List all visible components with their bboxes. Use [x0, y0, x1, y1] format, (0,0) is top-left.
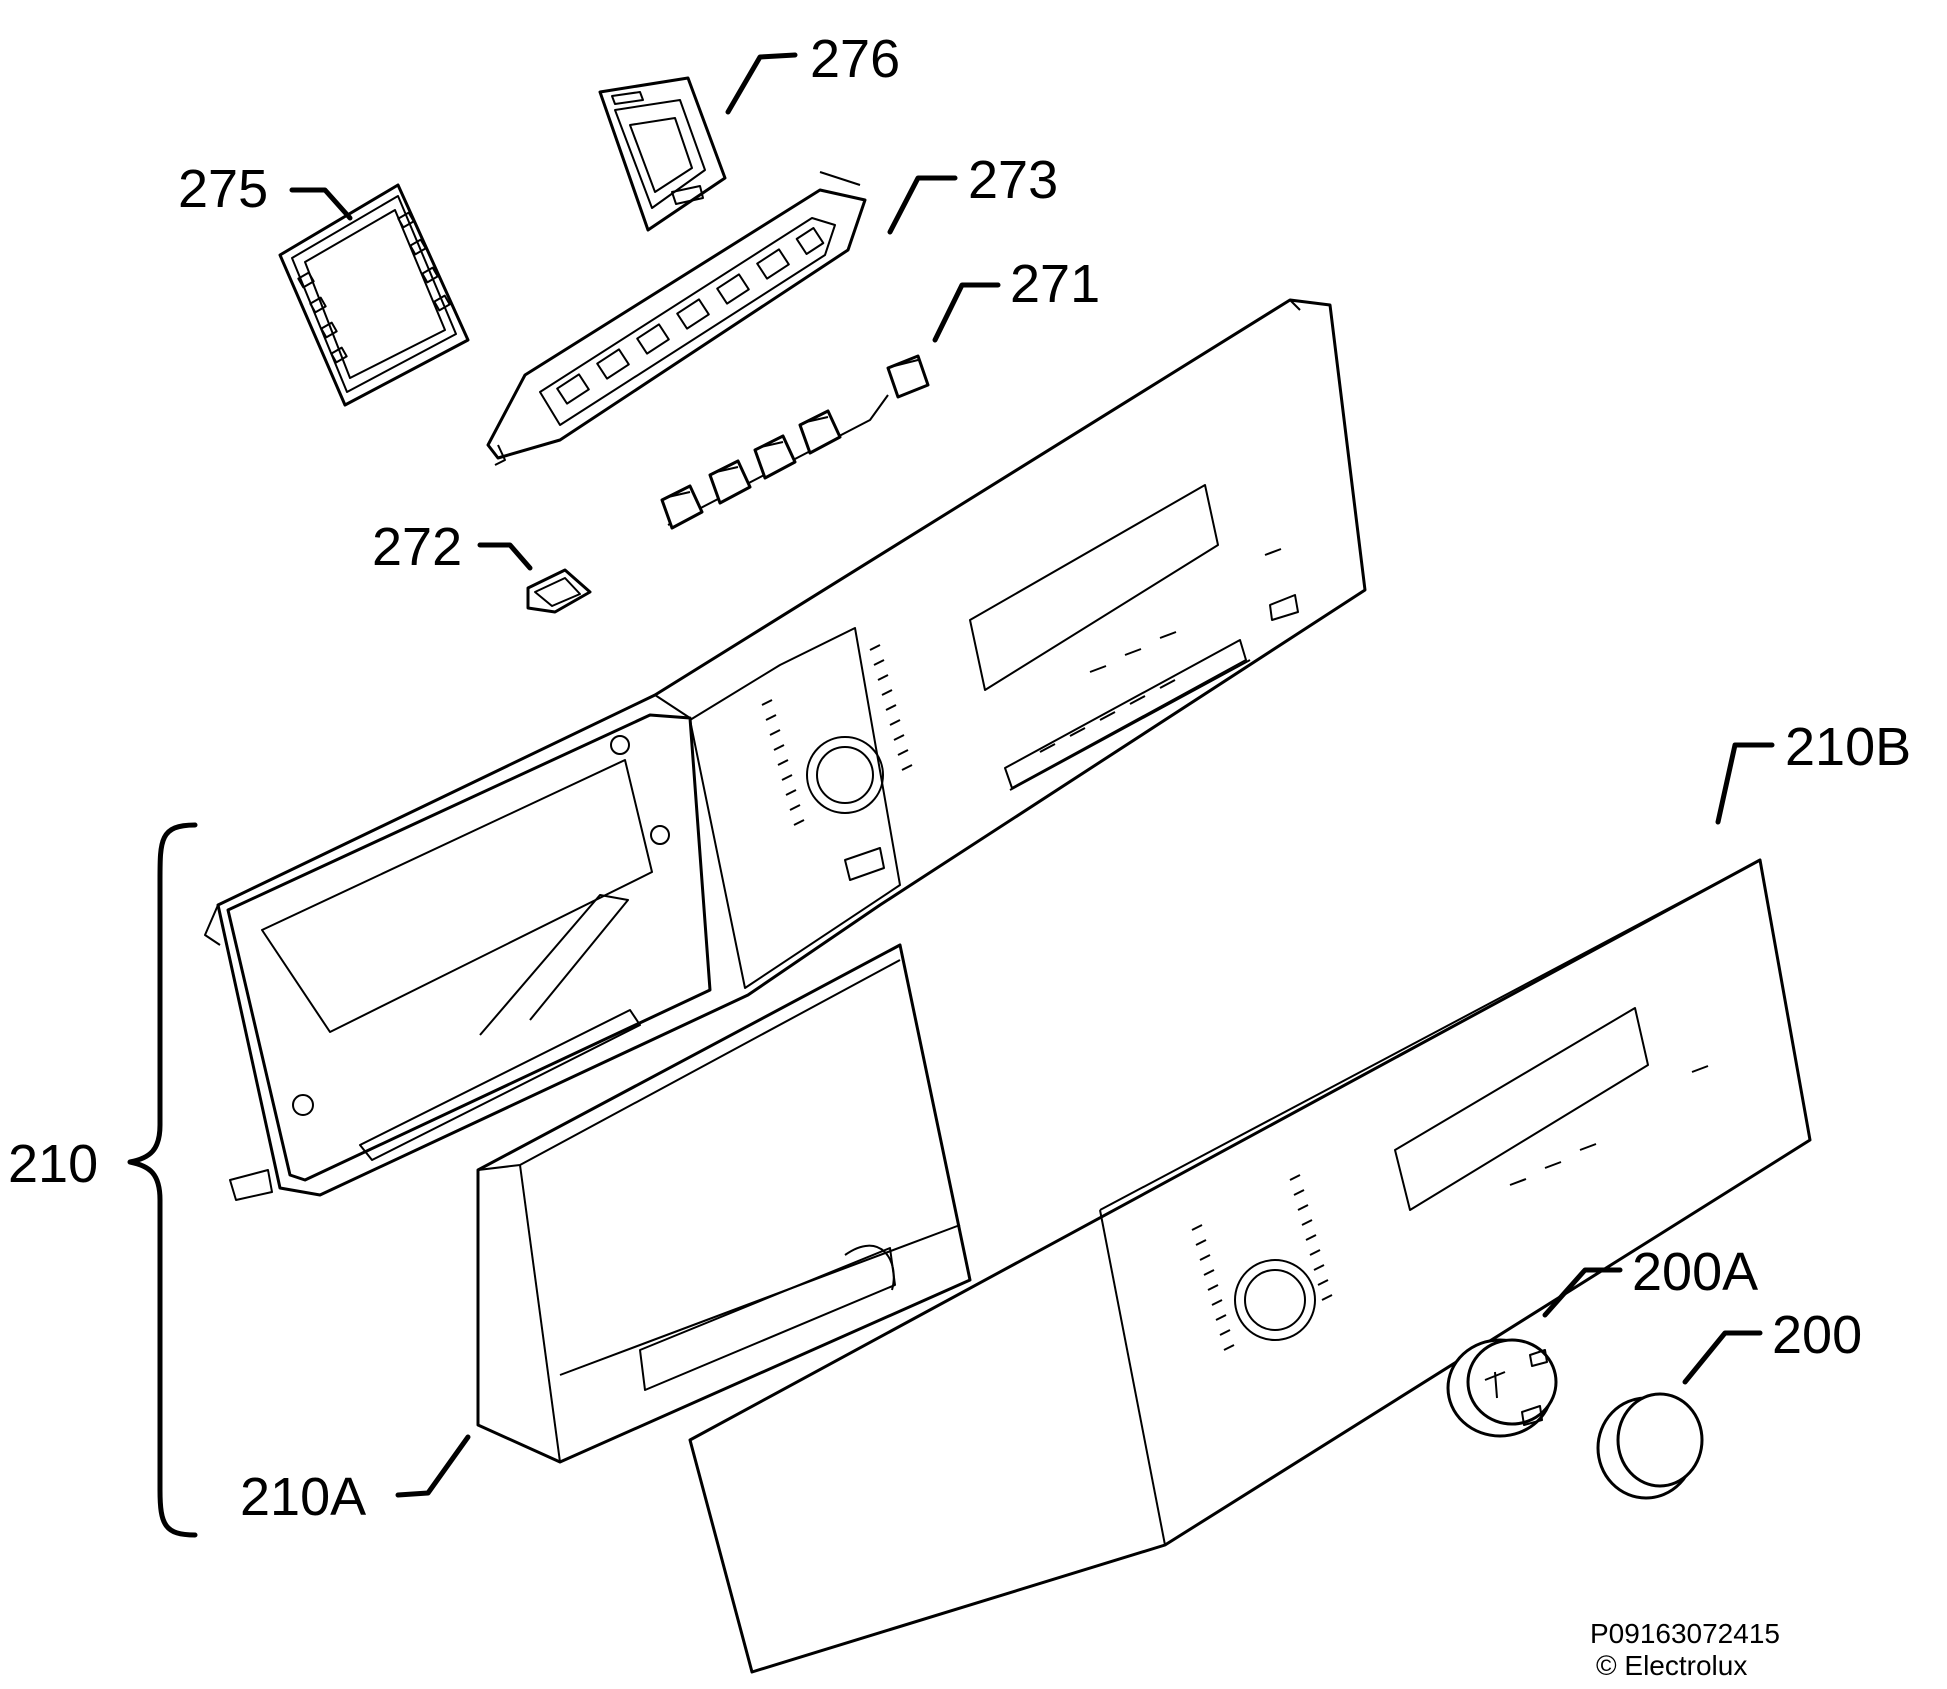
copyright-notice: © Electrolux — [1596, 1650, 1747, 1681]
label-276: 276 — [810, 29, 900, 89]
leader-lines — [289, 52, 1775, 1498]
label-210A: 210A — [240, 1467, 366, 1527]
label-200A: 200A — [1632, 1242, 1758, 1302]
leader-272 — [477, 542, 533, 571]
part-200-knob-cap — [1596, 1392, 1704, 1500]
part-271-push-buttons — [660, 354, 930, 530]
label-210: 210 — [8, 1134, 98, 1194]
label-275: 275 — [178, 159, 268, 219]
leader-200 — [1682, 1330, 1763, 1385]
part-200A-knob-base — [1446, 1338, 1558, 1438]
drawing-number: P09163072415 — [1590, 1618, 1780, 1649]
label-272: 272 — [372, 517, 462, 577]
leader-271 — [932, 282, 1001, 343]
label-200: 200 — [1772, 1305, 1862, 1365]
part-275-frame — [278, 183, 470, 407]
part-273-button-strip — [486, 171, 867, 466]
leader-210B — [1715, 742, 1775, 825]
label-271: 271 — [1010, 254, 1100, 314]
leader-210A — [395, 1434, 471, 1498]
label-273: 273 — [968, 150, 1058, 210]
leader-273 — [887, 175, 958, 235]
part-272-small-button — [526, 568, 592, 614]
part-276-display-module — [598, 76, 727, 232]
part-210A-drawer-cover — [476, 943, 972, 1464]
leader-276 — [725, 52, 798, 115]
label-210B: 210B — [1785, 717, 1911, 777]
leader-200A — [1542, 1267, 1623, 1318]
leader-275 — [289, 187, 353, 221]
bracket-210 — [127, 822, 198, 1538]
part-210-control-panel-housing — [204, 298, 1367, 1201]
